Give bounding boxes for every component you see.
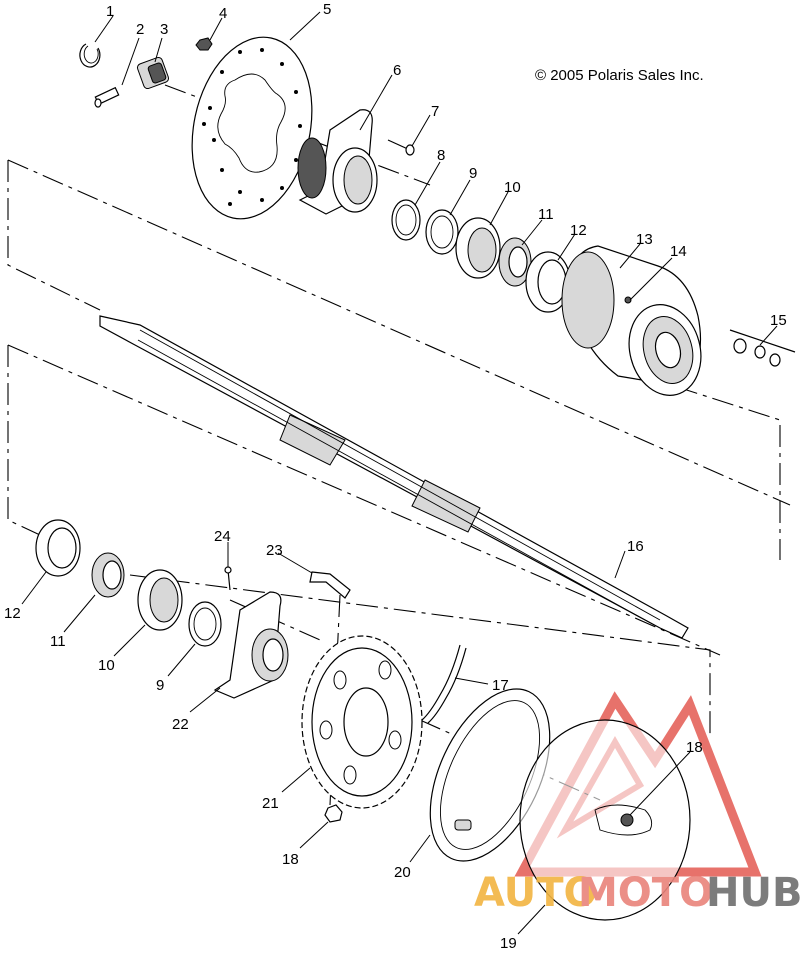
callout-23: 23 [266, 542, 283, 559]
part-15-clip [729, 329, 796, 367]
watermark-text: AUTO MOTO HUB [474, 870, 800, 916]
callout-11-lower: 11 [50, 633, 66, 650]
callout-2: 2 [136, 21, 144, 38]
callout-10-upper: 10 [504, 179, 521, 196]
callout-8: 8 [437, 147, 445, 164]
callout-13: 13 [636, 231, 653, 248]
callout-3: 3 [160, 21, 168, 38]
callout-24: 24 [214, 528, 231, 545]
part-10-bearing-cup-lower [137, 569, 183, 631]
callout-1: 1 [106, 3, 114, 20]
part-11-bearing-cone [498, 237, 532, 287]
part-7-bolt [387, 139, 415, 156]
callout-10-lower: 10 [98, 657, 115, 674]
part-19-cover [519, 719, 691, 921]
callout-7: 7 [431, 103, 439, 120]
callout-17: 17 [492, 677, 509, 694]
part-24-stud [224, 566, 232, 591]
callout-18-right: 18 [686, 739, 703, 756]
leader-lines [21, 11, 778, 935]
callout-5: 5 [323, 1, 331, 18]
callout-16: 16 [627, 538, 644, 555]
callout-12-lower: 12 [4, 605, 21, 622]
part-1-circlip [79, 43, 101, 68]
callout-19: 19 [500, 935, 517, 952]
part-12-bearing-cup-lower [35, 519, 81, 577]
copyright-notice: © 2005 Polaris Sales Inc. [535, 67, 704, 84]
part-17-brake-line [421, 644, 467, 724]
part-6-hub [297, 109, 378, 215]
part-22-hub-lower [213, 591, 289, 699]
callout-6: 6 [393, 62, 401, 79]
part-9-ring-lower [188, 601, 222, 647]
part-16-axle [99, 315, 689, 639]
part-11-bearing-cone-lower [91, 552, 125, 598]
part-21-sprocket [301, 635, 423, 809]
part-9-ring [425, 209, 459, 255]
part-13-housing [561, 245, 702, 396]
part-3-nut [136, 56, 170, 90]
callout-9-lower: 9 [156, 677, 164, 694]
callout-11-upper: 11 [538, 206, 554, 223]
callout-20: 20 [394, 864, 411, 881]
part-5-brake-disc [191, 36, 313, 220]
callout-9-upper: 9 [469, 165, 477, 182]
watermark-moto: MOTO [578, 870, 713, 916]
part-10-bearing-cup [455, 217, 501, 279]
callout-12-upper: 12 [570, 222, 587, 239]
watermark-auto: AUTO [474, 870, 598, 916]
part-23-bolt [309, 571, 351, 599]
part-8-ring [391, 199, 421, 241]
callout-4: 4 [219, 5, 227, 22]
part-2-pin [94, 86, 120, 108]
callout-21: 21 [262, 795, 279, 812]
callouts: 1 2 3 4 5 6 7 8 9 10 11 12 13 14 15 16 1… [4, 1, 787, 952]
callout-22: 22 [172, 716, 189, 733]
callout-14: 14 [670, 243, 687, 260]
part-14-fitting [624, 296, 632, 304]
part-18-nut [324, 804, 343, 823]
callout-18-left: 18 [282, 851, 299, 868]
part-12-bearing-cup [525, 251, 571, 313]
watermark-hub: HUB [706, 870, 800, 916]
part-4-nut [195, 37, 213, 51]
callout-15: 15 [770, 312, 787, 329]
